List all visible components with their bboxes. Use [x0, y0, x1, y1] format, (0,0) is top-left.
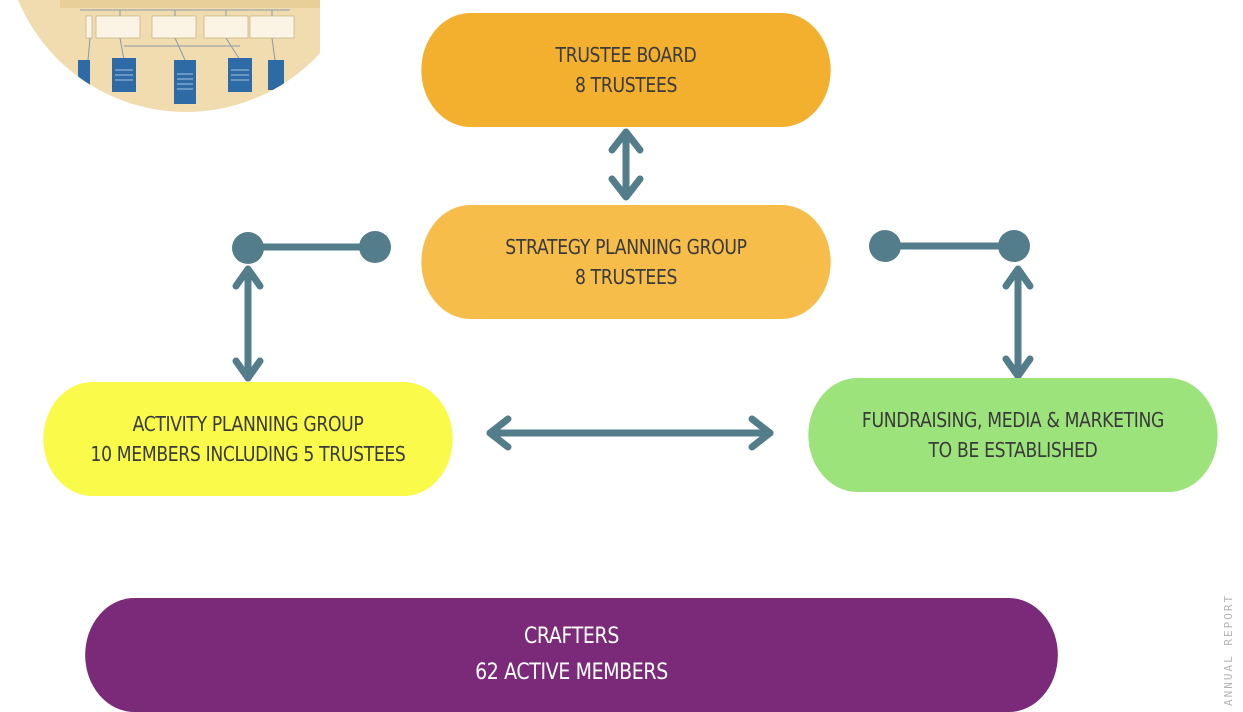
node-title: FUNDRAISING, MEDIA & MARKETING: [861, 408, 1165, 432]
arrowhead-up-icon: [1002, 265, 1034, 290]
circle-node-icon: [869, 230, 901, 262]
circle-node-icon: [232, 232, 264, 264]
arrowhead-left-icon: [486, 415, 512, 451]
circle-node-icon: [359, 231, 391, 263]
node-crafters: CRAFTERS 62 ACTIVE MEMBERS: [85, 598, 1058, 712]
org-chart-thumbnail-icon: [4, 0, 320, 112]
node-title: ACTIVITY PLANNING GROUP: [132, 412, 364, 436]
arrowhead-up-icon: [608, 128, 644, 154]
node-title: CRAFTERS: [523, 624, 620, 649]
node-title: TRUSTEE BOARD: [555, 43, 697, 67]
arrowhead-down-icon: [232, 357, 264, 382]
arrowhead-down-icon: [1002, 355, 1034, 380]
node-subtitle: 62 ACTIVE MEMBERS: [475, 660, 668, 685]
node-activity-planning-group: ACTIVITY PLANNING GROUP 10 MEMBERS INCLU…: [43, 382, 453, 496]
node-subtitle: 10 MEMBERS INCLUDING 5 TRUSTEES: [90, 442, 406, 466]
node-title: STRATEGY PLANNING GROUP: [505, 235, 747, 259]
node-trustee-board: TRUSTEE BOARD 8 TRUSTEES: [421, 13, 831, 127]
arrowhead-right-icon: [748, 415, 774, 451]
arrowhead-down-icon: [608, 175, 644, 201]
node-subtitle: 8 TRUSTEES: [574, 265, 678, 289]
side-report-label: ANNUAL REPORT: [1222, 593, 1235, 706]
arrowhead-up-icon: [232, 265, 264, 290]
node-fundraising-media-marketing: FUNDRAISING, MEDIA & MARKETING TO BE EST…: [808, 378, 1218, 492]
node-subtitle: TO BE ESTABLISHED: [928, 438, 1098, 462]
node-subtitle: 8 TRUSTEES: [574, 73, 678, 97]
node-strategy-planning-group: STRATEGY PLANNING GROUP 8 TRUSTEES: [421, 205, 831, 319]
circle-node-icon: [998, 230, 1030, 262]
